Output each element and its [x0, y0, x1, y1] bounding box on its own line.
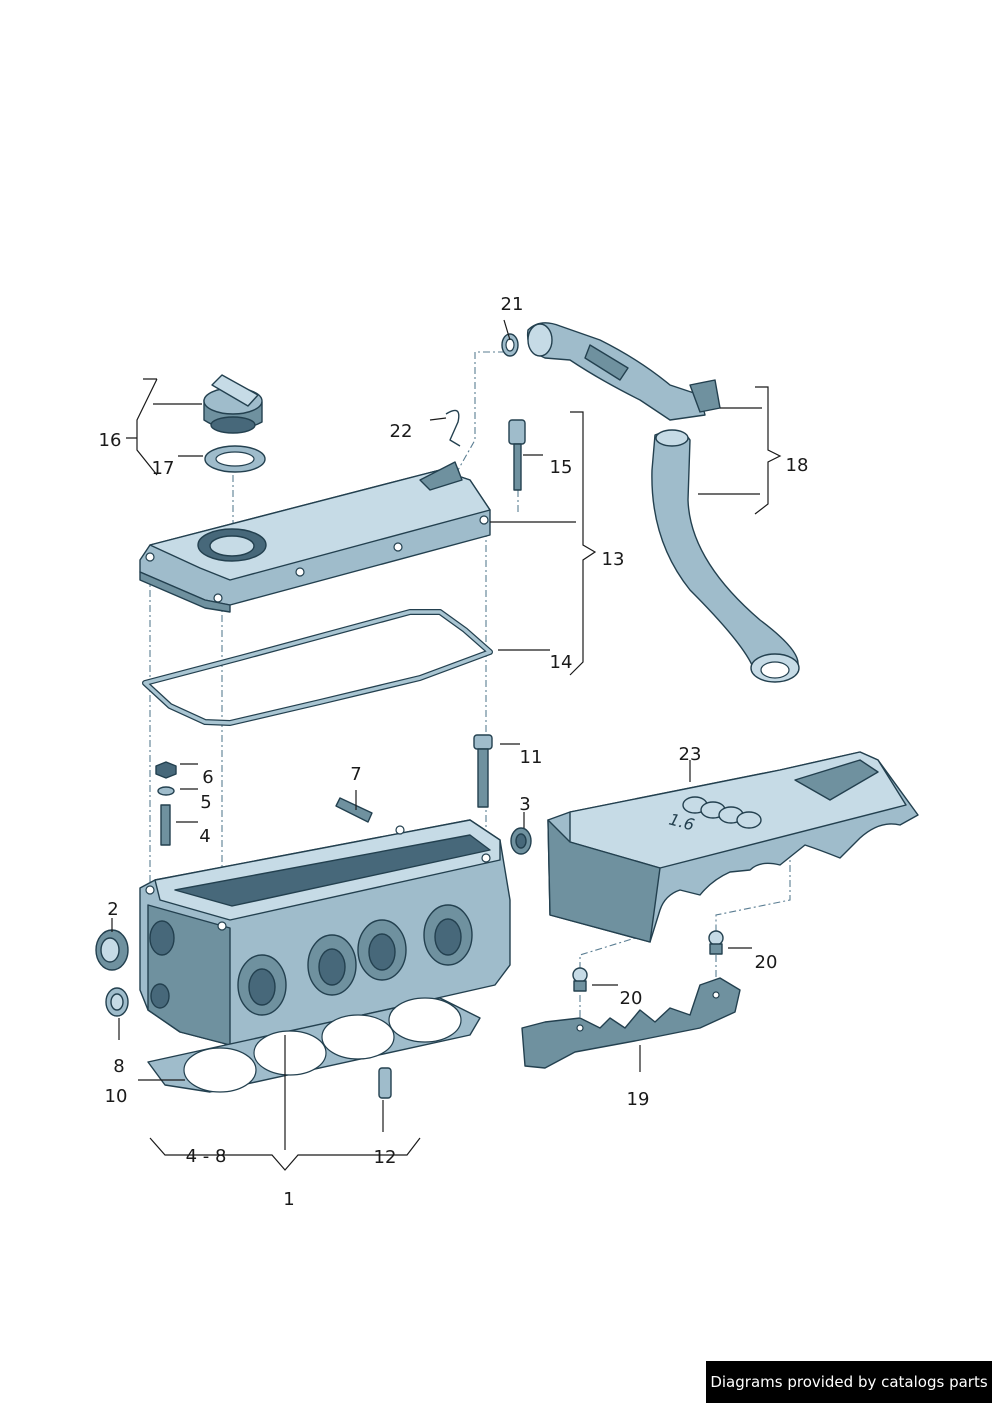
o-ring — [501, 333, 519, 357]
engine-top-cover: 1.6 — [547, 751, 919, 943]
cylinder-head — [139, 819, 511, 1046]
audi-rings-logo — [682, 796, 762, 829]
callout-14: 14 — [550, 652, 573, 673]
callout-23: 23 — [679, 744, 702, 765]
cover-gasket — [142, 609, 493, 726]
cylinder-head-gasket — [147, 997, 481, 1093]
callout-13: 13 — [602, 549, 625, 570]
callout-4: 4 — [199, 826, 210, 847]
callout-3: 3 — [519, 794, 530, 815]
guide-sleeve — [378, 1067, 392, 1099]
callout-12: 12 — [374, 1147, 397, 1168]
cylinder-head-ports — [237, 904, 473, 1016]
callout-19: 19 — [627, 1089, 650, 1110]
ball-stud-left — [572, 967, 588, 992]
sealing-plug — [105, 987, 129, 1017]
filler-cap-seal — [204, 445, 266, 473]
callout-1: 1 — [283, 1189, 294, 1210]
diagram-source-credit: Diagrams provided by catalogs parts — [706, 1361, 992, 1403]
cylinder-head-cover — [139, 461, 491, 613]
callout-2: 2 — [107, 899, 118, 920]
cover-bolt — [508, 419, 526, 491]
callout-10: 10 — [105, 1086, 128, 1107]
callout-16: 16 — [99, 430, 122, 451]
camshaft-oil-seal — [95, 929, 129, 971]
callout-21: 21 — [501, 294, 524, 315]
callout-5: 5 — [200, 792, 211, 813]
callout-20-left: 20 — [620, 988, 643, 1009]
callout-17: 17 — [152, 458, 175, 479]
callout-7: 7 — [350, 764, 361, 785]
cover-mounting-bracket — [521, 977, 741, 1069]
small-fasteners — [155, 734, 493, 846]
callout-18: 18 — [786, 455, 809, 476]
callout-labels: 1 2 3 4 5 6 7 8 10 11 12 13 14 15 16 17 … — [99, 294, 809, 1210]
callout-15: 15 — [550, 457, 573, 478]
callout-22: 22 — [390, 421, 413, 442]
cap-plug — [510, 827, 532, 855]
callout-11: 11 — [520, 747, 543, 768]
callout-6: 6 — [202, 767, 213, 788]
callout-4-8: 4 - 8 — [186, 1146, 227, 1167]
callout-8: 8 — [113, 1056, 124, 1077]
leader-lines — [111, 319, 782, 1171]
callout-20-right: 20 — [755, 952, 778, 973]
retaining-clip — [445, 409, 461, 447]
ball-stud-right — [708, 930, 724, 955]
oil-filler-cap — [203, 374, 263, 434]
breather-hose-assembly — [526, 322, 800, 683]
